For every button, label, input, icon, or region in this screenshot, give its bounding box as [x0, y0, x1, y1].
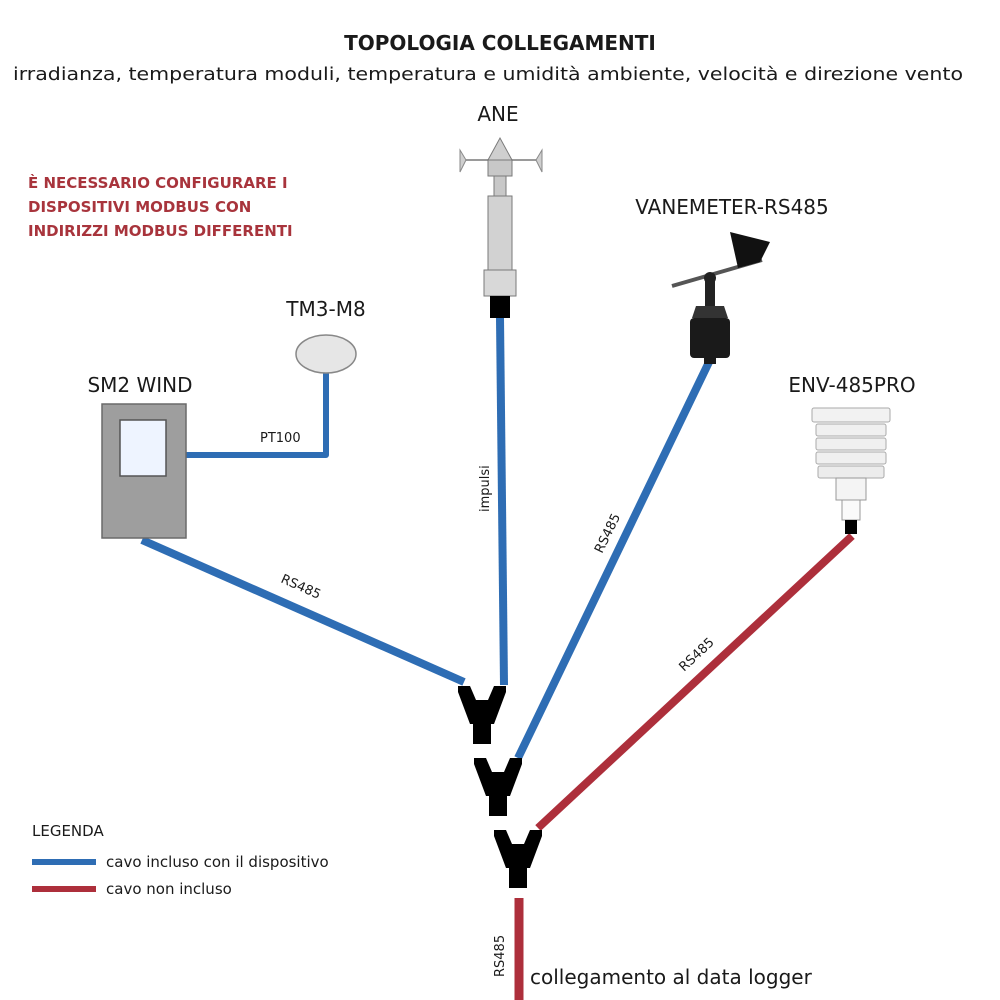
page-subtitle: irradianza, temperatura moduli, temperat… [13, 64, 963, 85]
sm2-wind-label: SM2 WIND [87, 373, 192, 397]
env-485pro-label: ENV-485PRO [788, 373, 915, 397]
page-title: TOPOLOGIA COLLEGAMENTI [344, 31, 656, 55]
data-logger-connection-label: collegamento al data logger [530, 965, 813, 989]
warning-line-2: DISPOSITIVI MODBUS CON [28, 198, 251, 216]
legend-title: LEGENDA [32, 822, 104, 840]
cable-label-rs485-sm2: RS485 [278, 572, 323, 603]
cable-vanemeter-rs485 [514, 358, 714, 760]
cables [140, 317, 855, 1000]
vanemeter-label: VANEMETER-RS485 [635, 195, 829, 219]
modbus-warning: È NECESSARIO CONFIGURARE I DISPOSITIVI M… [28, 173, 293, 240]
cable-sm2-rs485 [140, 536, 466, 686]
cable-pt100 [186, 370, 329, 458]
legend-label-included: cavo incluso con il dispositivo [106, 853, 329, 871]
cable-env-rs485 [535, 533, 855, 831]
ane-label: ANE [477, 102, 518, 126]
cable-label-impulsi: impulsi [478, 465, 493, 512]
legend-label-not-included: cavo non incluso [106, 880, 232, 898]
env-485pro-device [811, 407, 891, 534]
y-splitter-connector-2 [474, 758, 522, 816]
vanemeter-device [671, 232, 770, 364]
warning-line-3: INDIRIZZI MODBUS DIFFERENTI [28, 222, 293, 240]
ane-anemometer-device [459, 136, 543, 318]
legend: LEGENDA cavo incluso con il dispositivo … [32, 822, 329, 898]
y-splitter-connector-3 [494, 830, 542, 888]
cable-ane-impulsi [496, 317, 508, 686]
y-splitter-connector-1 [458, 686, 506, 744]
tm3-m8-sensor [295, 334, 357, 374]
sm2-wind-device [101, 403, 187, 539]
cable-label-rs485-main: RS485 [493, 935, 508, 977]
cable-label-pt100: PT100 [260, 431, 301, 446]
tm3-m8-label: TM3-M8 [285, 297, 365, 321]
warning-line-1: È NECESSARIO CONFIGURARE I [28, 173, 288, 192]
